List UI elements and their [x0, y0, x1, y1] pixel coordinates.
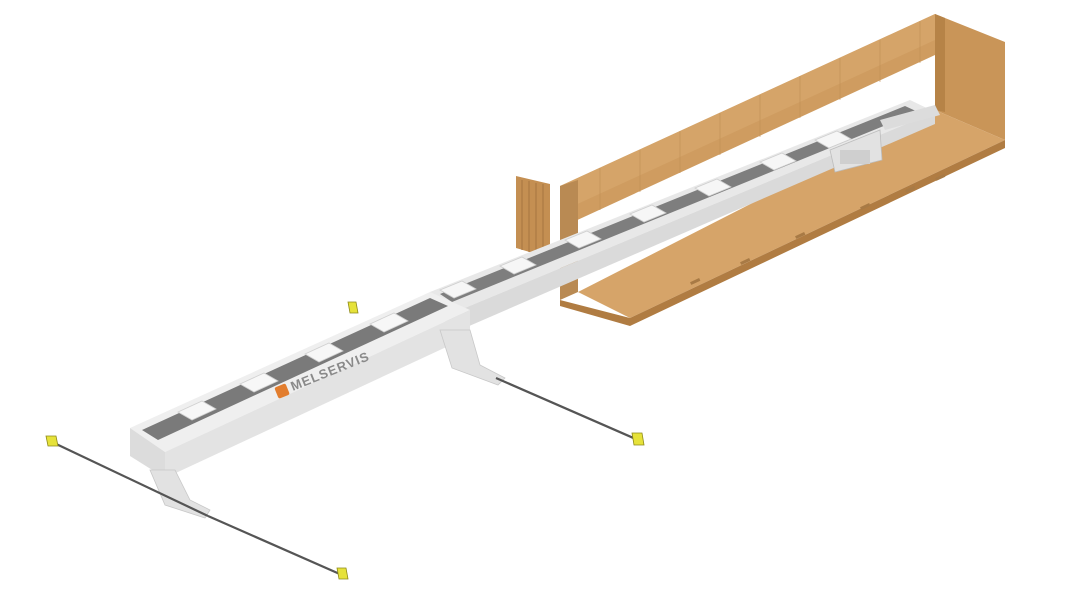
container-floor	[578, 110, 1005, 318]
container-far-wall	[935, 14, 1005, 140]
anchor-marker-icon	[631, 432, 645, 446]
floor-anchor-rods	[51, 376, 639, 577]
conveyor-belt-inner	[440, 106, 918, 302]
telescopic-conveyor: MELSERVIS	[130, 100, 940, 519]
anchor-marker-icon	[45, 435, 59, 447]
shipping-container	[516, 14, 1005, 326]
conveyor-head-unit	[829, 105, 940, 173]
conveyor-belt-outer	[142, 298, 448, 440]
conveyor-legs	[149, 329, 506, 519]
melservis-logo-icon	[274, 383, 290, 399]
container-door	[516, 176, 550, 258]
anchor-marker-icon	[336, 567, 349, 580]
anchor-markers	[45, 301, 645, 580]
anchor-marker-icon	[347, 301, 359, 314]
